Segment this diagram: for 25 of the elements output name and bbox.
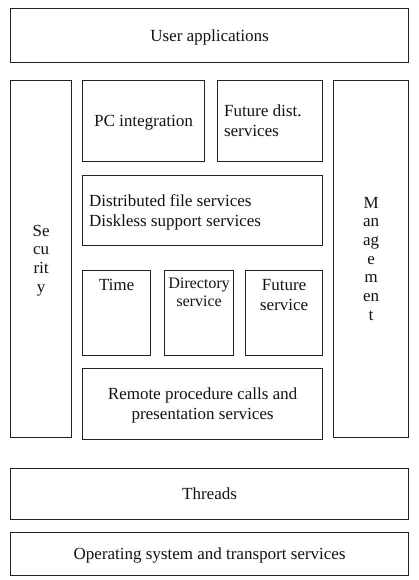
layer-label: PC integration <box>94 111 193 131</box>
layer-box <box>164 270 234 356</box>
layer-box <box>10 80 72 438</box>
layer-label: Directory service <box>168 275 230 312</box>
layer-label: Future service <box>258 275 310 314</box>
layer-box <box>82 270 151 356</box>
layer-label: Diskless support services <box>89 210 261 230</box>
layer-label: Remote procedure calls and presentation services <box>106 384 298 424</box>
layer-label: Future dist. services <box>224 101 302 141</box>
layer-box <box>10 8 409 63</box>
layer-box <box>82 80 205 162</box>
layer-box <box>217 80 323 162</box>
layer-box <box>82 175 323 246</box>
vertical-label: Security <box>32 222 50 296</box>
layer-label: Threads <box>182 484 237 504</box>
layer-box <box>245 270 323 356</box>
vertical-label: Management <box>362 194 380 324</box>
layer-label: Distributed file services <box>89 190 252 210</box>
layer-box <box>10 468 409 520</box>
layer-label: Time <box>98 275 134 295</box>
layer-label: Operating system and transport services <box>74 544 346 564</box>
layer-label: User applications <box>150 26 269 46</box>
layer-box <box>333 80 409 438</box>
layer-box <box>82 368 323 440</box>
layer-box <box>10 532 409 576</box>
